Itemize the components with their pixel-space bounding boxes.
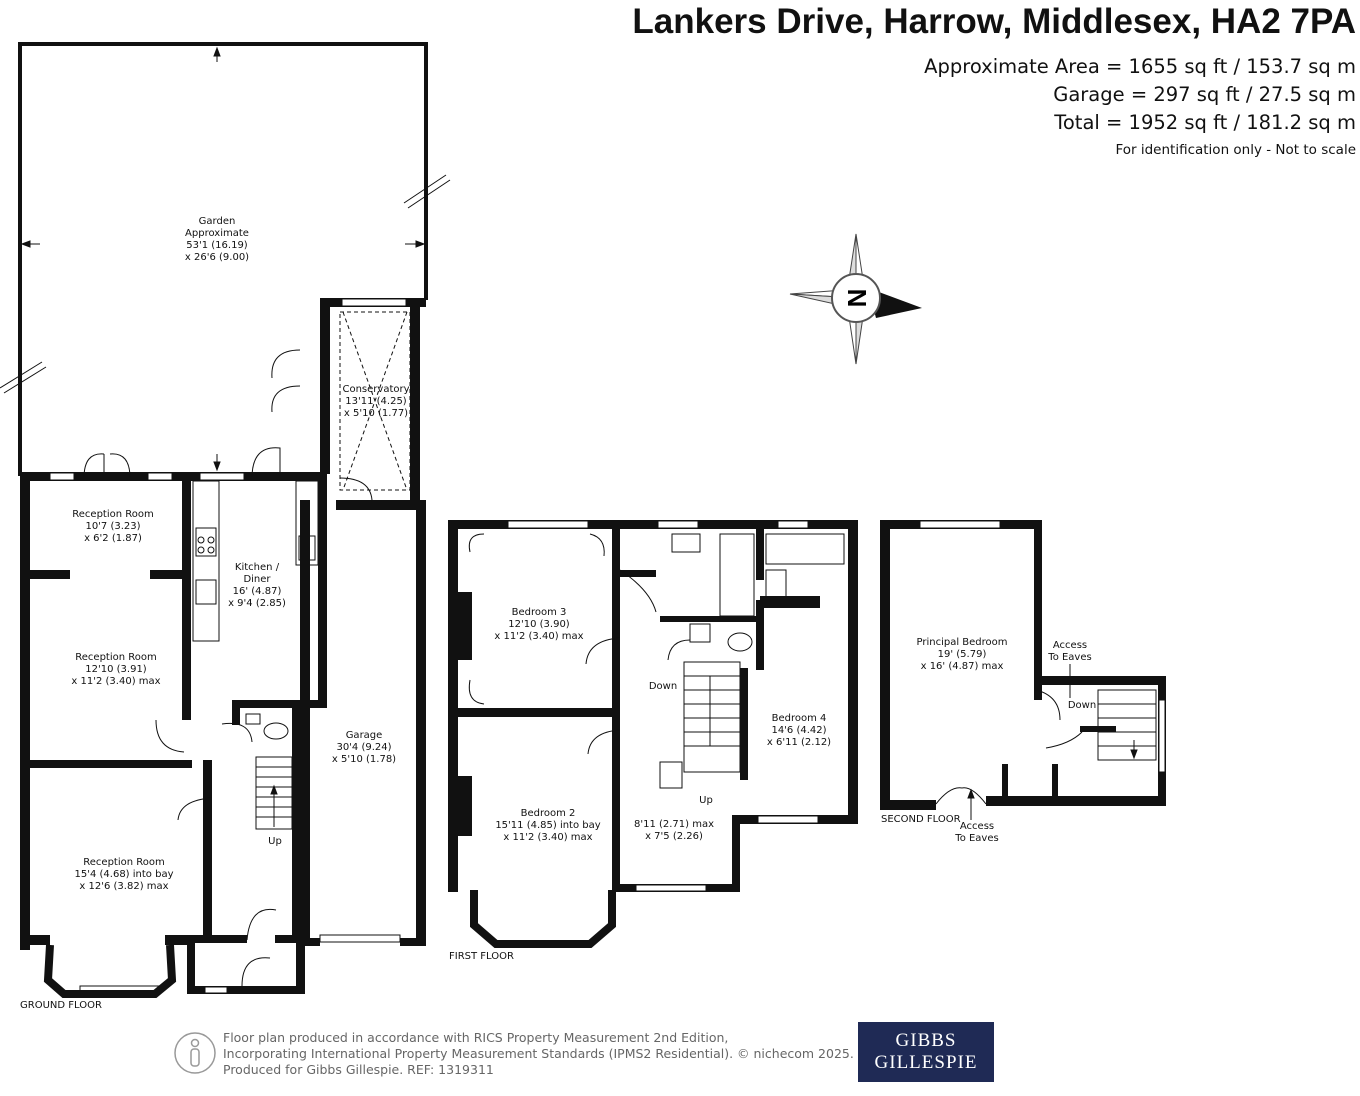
first-floor-windows [507,520,819,892]
garden-dimension-arrows [0,46,451,394]
kitchen-diner-label: Kitchen /Diner 16' (4.87)x 9'4 (2.85) [228,562,286,609]
second-floor-fixtures [935,664,1157,820]
approximate-area: Approximate Area = 1655 sq ft / 153.7 sq… [924,55,1356,78]
property-address: Lankers Drive, Harrow, Middlesex, HA2 7P… [632,2,1356,41]
ground-stairs-up-label: Up [268,836,282,847]
ground-floor-walls [20,298,426,994]
ground-floor-label: GROUND FLOOR [20,1000,102,1011]
second-floor-windows [919,520,1166,773]
first-floor-bay [470,890,616,948]
first-stairs-up-label: Up [699,795,713,806]
garage-area: Garage = 297 sq ft / 27.5 sq m [1053,83,1356,106]
first-stairs-down-label: Down [648,681,678,692]
second-floor-label: SECOND FLOOR [881,814,961,825]
ground-floor-fixtures [192,311,411,830]
gibbs-gillespie-logo: GIBBS GILLESPIE [858,1022,994,1082]
total-area: Total = 1952 sq ft / 181.2 sq m [1054,111,1356,134]
footer-line-3: Produced for Gibbs Gillespie. REF: 13193… [223,1062,494,1077]
footer-line-2: Incorporating International Property Mea… [223,1046,854,1061]
first-floor-label: FIRST FLOOR [449,951,514,962]
garden-outline [18,42,428,476]
footer-notes: Floor plan produced in accordance with R… [223,1030,854,1078]
ground-floor-doors [83,349,373,987]
ground-floor-bay [43,944,177,998]
north-compass-icon [789,233,922,365]
first-floor-fixtures [468,533,845,789]
compass-north-label: N [842,289,872,308]
footer-line-1: Floor plan produced in accordance with R… [223,1030,729,1045]
second-stairs-down-label: Down [1067,700,1097,711]
rics-person-icon [174,1032,216,1074]
scale-disclaimer: For identification only - Not to scale [1115,142,1356,158]
